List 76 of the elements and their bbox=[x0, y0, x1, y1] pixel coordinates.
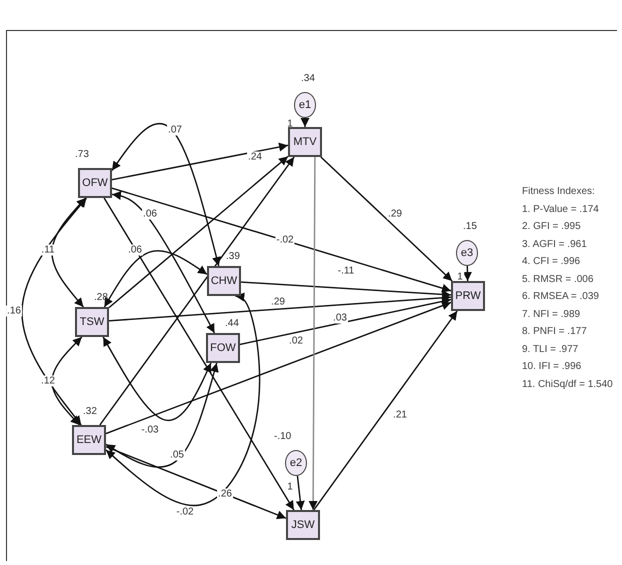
path-coefficient: -.02 bbox=[175, 506, 195, 518]
variance-value: .32 bbox=[83, 406, 97, 417]
fit-index-text: Fitness Indexes: bbox=[522, 185, 596, 199]
path-coefficient: .05 bbox=[169, 450, 185, 460]
variable-box: OFW bbox=[78, 168, 112, 198]
variable-box: JSW bbox=[286, 510, 320, 540]
variance-value: .44 bbox=[225, 318, 239, 329]
path-coefficient: .06 bbox=[127, 244, 143, 256]
path-arrow bbox=[108, 156, 288, 308]
path-arrow bbox=[240, 281, 452, 299]
covariance-arrow bbox=[51, 336, 82, 426]
path-arrow bbox=[112, 142, 288, 180]
path-coefficient: 1 bbox=[456, 272, 464, 282]
variable-box: TSW bbox=[75, 307, 109, 337]
path-coefficient: .02 bbox=[288, 336, 304, 346]
covariance-arrow bbox=[21, 198, 87, 426]
variance-value: .34 bbox=[301, 73, 315, 84]
path-coefficient: -.03 bbox=[140, 424, 160, 436]
variance-value: .28 bbox=[94, 292, 108, 303]
path-arrow bbox=[462, 266, 472, 282]
covariance-arrow bbox=[102, 336, 212, 422]
fit-index-text: 8. PNFI = .177 bbox=[522, 325, 588, 339]
fit-index-text: 10. IFI = .996 bbox=[522, 360, 582, 374]
error-term-circle: e2 bbox=[285, 450, 307, 476]
path-arrow bbox=[106, 446, 286, 520]
covariance-arrow bbox=[106, 362, 219, 468]
path-arrow bbox=[106, 301, 452, 434]
path-coefficient: .06 bbox=[142, 208, 158, 220]
fit-index-text: 2. GFI = .995 bbox=[522, 220, 582, 234]
fit-index-text: 3. AGFI = .961 bbox=[522, 238, 588, 252]
fit-index-text: 6. RMSEA = .039 bbox=[522, 290, 600, 304]
covariance-arrow bbox=[111, 122, 221, 266]
path-arrow bbox=[112, 187, 452, 293]
variance-value: -.10 bbox=[274, 431, 292, 442]
path-coefficient: .29 bbox=[270, 296, 286, 308]
path-coefficient: .16 bbox=[6, 306, 22, 316]
path-arrow bbox=[296, 476, 305, 510]
path-coefficient: .21 bbox=[392, 410, 408, 420]
fit-index-text: 5. RMSR = .006 bbox=[522, 272, 594, 286]
path-arrow bbox=[99, 156, 295, 426]
path-coefficient: -.02 bbox=[275, 234, 295, 246]
variance-value: .39 bbox=[226, 251, 240, 262]
path-arrow bbox=[313, 310, 458, 510]
path-coefficient: .03 bbox=[332, 312, 348, 324]
path-arrow bbox=[308, 157, 318, 510]
fit-index-text: 7. NFI = .989 bbox=[522, 308, 582, 322]
fit-index-text: 1. P-Value = .174 bbox=[522, 202, 600, 216]
covariance-arrow bbox=[104, 250, 208, 308]
fit-index-text: 4. CFI = .996 bbox=[522, 255, 582, 269]
variable-box: PRW bbox=[451, 281, 485, 311]
path-arrow bbox=[320, 156, 453, 282]
path-coefficient: .11 bbox=[40, 244, 56, 256]
variable-box: MTV bbox=[288, 127, 322, 157]
variance-value: .73 bbox=[75, 149, 89, 160]
variance-value: .15 bbox=[463, 221, 477, 232]
fit-index-text: 9. TLI = .977 bbox=[522, 342, 580, 356]
path-coefficient: .24 bbox=[247, 152, 263, 162]
path-coefficient: -.11 bbox=[336, 266, 356, 276]
path-coefficient: .07 bbox=[167, 124, 183, 136]
covariance-arrow bbox=[51, 198, 86, 308]
path-coefficient: 1 bbox=[286, 482, 294, 492]
path-arrow bbox=[108, 293, 452, 322]
variable-box: CHW bbox=[207, 266, 241, 296]
path-coefficient: .12 bbox=[40, 376, 56, 386]
covariance-arrow bbox=[112, 191, 216, 334]
path-arrow bbox=[300, 118, 310, 127]
variable-box: EEW bbox=[72, 425, 106, 455]
path-arrow bbox=[104, 198, 294, 510]
path-coefficient: .26 bbox=[217, 488, 233, 500]
fit-index-text: 11. ChiSq/df = 1.540 bbox=[522, 378, 613, 392]
variable-box: FOW bbox=[206, 333, 240, 363]
error-term-circle: e3 bbox=[456, 240, 478, 266]
covariance-arrow bbox=[106, 292, 260, 506]
error-term-circle: e1 bbox=[294, 92, 316, 118]
path-arrow bbox=[240, 297, 452, 346]
path-coefficient: .29 bbox=[387, 208, 403, 220]
